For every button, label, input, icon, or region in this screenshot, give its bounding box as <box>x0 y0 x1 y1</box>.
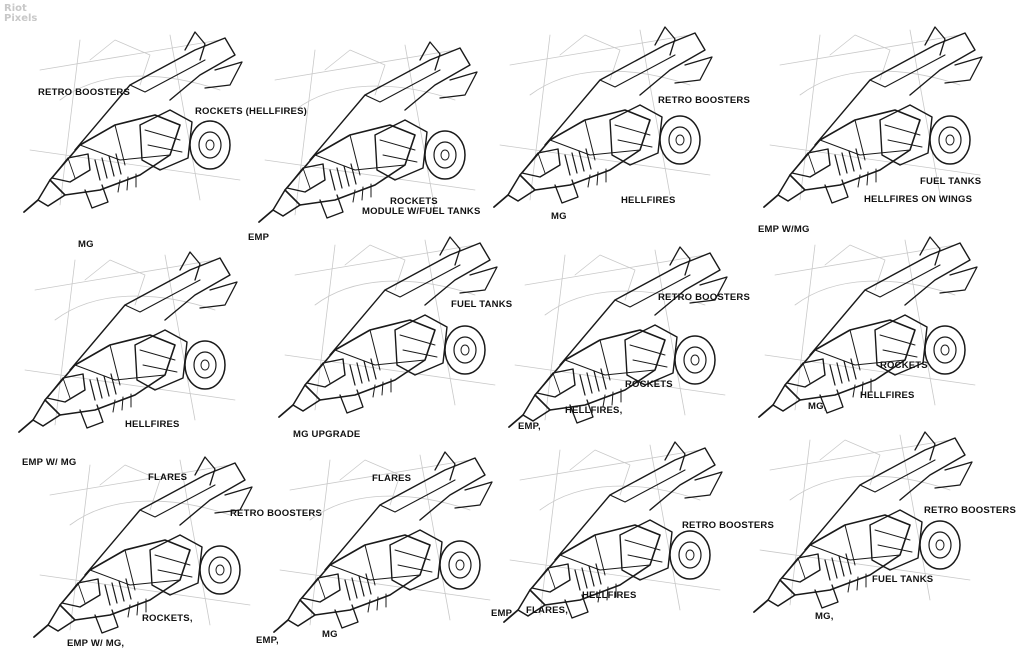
label-mg: MG <box>78 239 94 250</box>
label-retro-boosters: RETRO BOOSTERS <box>230 508 323 519</box>
label-retro-boosters: RETRO BOOSTERS <box>38 87 131 98</box>
label-flares: FLARES <box>148 472 188 483</box>
gunship-sketch-1 <box>20 30 250 225</box>
label-mg: MG, <box>808 401 827 412</box>
label-rockets: ROCKETS, <box>142 613 193 624</box>
label-mg: MG <box>551 211 567 222</box>
watermark-logo: Riot Pixels <box>4 3 38 24</box>
label-hellfires: HELLFIRES <box>860 390 915 401</box>
label-emp: EMP, <box>518 421 541 432</box>
label-mg-upgrade: MG UPGRADE <box>293 429 361 440</box>
label-retro-boosters: RETRO BOOSTERS <box>658 292 751 303</box>
label-module-fuel-tanks: MODULE W/FUEL TANKS <box>362 206 481 217</box>
gunship-sketch-6 <box>275 235 505 430</box>
label-fuel-tanks: FUEL TANKS <box>920 176 982 187</box>
label-rockets-hellfires: ROCKETS (HELLFIRES) <box>195 106 307 117</box>
label-rockets: ROCKETS <box>880 360 928 371</box>
gunship-sketch-12 <box>750 430 980 625</box>
label-emp-w-mg: EMP W/ MG, <box>67 638 125 649</box>
label-mg: MG, <box>815 611 834 622</box>
label-hellfires: HELLFIRES <box>621 195 676 206</box>
label-flares: FLARES, <box>526 605 569 616</box>
label-retro-boosters: RETRO BOOSTERS <box>924 505 1017 516</box>
label-flares: FLARES <box>372 473 412 484</box>
label-retro-boosters: RETRO BOOSTERS <box>658 95 751 106</box>
label-hellfires: HELLFIRES <box>125 419 180 430</box>
label-mg: MG <box>322 629 338 640</box>
label-emp: EMP <box>491 608 513 619</box>
gunship-sketch-4 <box>760 25 990 220</box>
label-fuel-tanks: FUEL TANKS <box>872 574 934 585</box>
label-rockets: ROCKETS <box>625 379 673 390</box>
label-emp: EMP <box>248 232 270 243</box>
label-emp: EMP, <box>256 635 279 646</box>
gunship-sketch-5 <box>15 250 245 445</box>
label-hellfires: HELLFIRES, <box>565 405 623 416</box>
label-fuel-tanks: FUEL TANKS <box>451 299 513 310</box>
label-hellfires-on-wings: HELLFIRES ON WINGS <box>864 194 973 205</box>
label-emp-w-mg: EMP W/MG <box>758 224 810 235</box>
label-retro-boosters: RETRO BOOSTERS <box>682 520 775 531</box>
label-rockets: ROCKETS <box>390 196 438 207</box>
label-emp-w-mg: EMP W/ MG <box>22 457 77 468</box>
gunship-sketch-3 <box>490 25 720 220</box>
label-hellfires: HELLFIRES <box>582 590 637 601</box>
